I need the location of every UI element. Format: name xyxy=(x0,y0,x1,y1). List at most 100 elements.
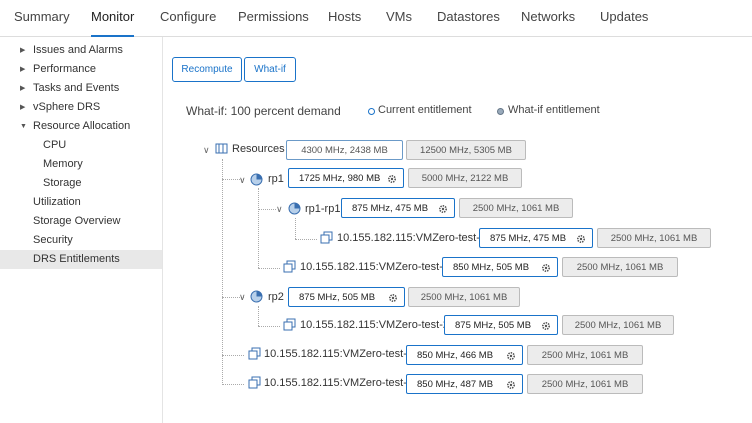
sidebar-item-drs-entitlements[interactable]: DRS Entitlements xyxy=(0,250,162,269)
entitlement-value: 850 MHz, 487 MB xyxy=(417,375,493,395)
gear-icon[interactable] xyxy=(541,321,551,331)
entitlement-value: 2500 MHz, 1061 MB xyxy=(611,233,698,244)
tree-connector xyxy=(258,268,280,269)
chevron-down-icon[interactable]: ∨ xyxy=(239,175,246,186)
current-entitlement-legend-icon xyxy=(368,108,375,115)
rp1-what-if-entitlement: 5000 MHz, 2122 MB xyxy=(408,168,522,188)
chevron-right-icon: ▶ xyxy=(20,98,25,117)
tree-connector xyxy=(295,218,296,239)
vm-test-3-label: 10.155.182.115:VMZero-test-3 xyxy=(337,232,486,244)
sidebar-item-security[interactable]: Security xyxy=(0,231,162,250)
gear-icon[interactable] xyxy=(541,263,551,273)
vm-test-1-current-entitlement[interactable]: 850 MHz, 505 MB xyxy=(442,257,558,277)
vm-test-1-label: 10.155.182.115:VMZero-test-1 xyxy=(300,261,449,273)
sidebar-item-performance[interactable]: ▶ Performance xyxy=(0,60,162,79)
tree-connector xyxy=(258,306,259,326)
gear-icon[interactable] xyxy=(388,293,398,303)
sidebar-item-label: Issues and Alarms xyxy=(33,41,123,60)
sidebar-item-memory[interactable]: Memory xyxy=(0,155,162,174)
gear-icon[interactable] xyxy=(438,204,448,214)
chevron-down-icon: ▼ xyxy=(20,117,27,136)
entitlement-value: 875 MHz, 505 MB xyxy=(455,316,531,336)
vm-icon xyxy=(283,260,296,273)
entitlement-value: 2500 MHz, 1061 MB xyxy=(421,292,508,303)
tab-vms[interactable]: VMs xyxy=(386,9,412,24)
what-if-title: What-if: 100 percent demand xyxy=(186,104,341,118)
entitlement-value: 875 MHz, 505 MB xyxy=(299,288,375,308)
rp2-what-if-entitlement: 2500 MHz, 1061 MB xyxy=(408,287,520,307)
chevron-down-icon[interactable]: ∨ xyxy=(276,204,283,215)
top-tab-bar: Summary Monitor Configure Permissions Ho… xyxy=(0,0,752,37)
rp1-current-entitlement[interactable]: 1725 MHz, 980 MB xyxy=(288,168,404,188)
rp1-rp1-what-if-entitlement: 2500 MHz, 1061 MB xyxy=(459,198,573,218)
resources-icon xyxy=(215,142,228,155)
tab-configure[interactable]: Configure xyxy=(160,9,216,24)
tab-datastores[interactable]: Datastores xyxy=(437,9,500,24)
sidebar-item-storage[interactable]: Storage xyxy=(0,174,162,193)
rp2-label: rp2 xyxy=(268,291,284,303)
vm-test-3-current-entitlement[interactable]: 875 MHz, 475 MB xyxy=(479,228,593,248)
resources-current-entitlement: 4300 MHz, 2438 MB xyxy=(286,140,403,160)
tab-permissions[interactable]: Permissions xyxy=(238,9,309,24)
sidebar-item-issues-and-alarms[interactable]: ▶ Issues and Alarms xyxy=(0,41,162,60)
rp1-rp1-label: rp1-rp1 xyxy=(305,203,340,215)
rp1-label: rp1 xyxy=(268,173,284,185)
entitlement-value: 875 MHz, 475 MB xyxy=(352,199,428,219)
entitlement-value: 2500 MHz, 1061 MB xyxy=(542,350,629,361)
gear-icon[interactable] xyxy=(387,174,397,184)
tab-networks[interactable]: Networks xyxy=(521,9,575,24)
chevron-down-icon[interactable]: ∨ xyxy=(239,292,246,303)
sidebar-item-resource-allocation[interactable]: ▼ Resource Allocation xyxy=(0,117,162,136)
sidebar: ▶ Issues and Alarms ▶ Performance ▶ Task… xyxy=(0,37,163,423)
sidebar-item-label: Memory xyxy=(43,155,83,174)
sidebar-item-label: Utilization xyxy=(33,193,81,212)
entitlement-value: 875 MHz, 475 MB xyxy=(490,229,566,249)
tree-connector xyxy=(222,159,223,385)
tree-connector xyxy=(295,239,317,240)
gear-icon[interactable] xyxy=(506,380,516,390)
sidebar-item-label: DRS Entitlements xyxy=(33,250,120,269)
vm-icon xyxy=(248,376,261,389)
resources-label: Resources xyxy=(232,143,285,155)
entitlement-value: 2500 MHz, 1061 MB xyxy=(577,262,664,273)
sidebar-item-cpu[interactable]: CPU xyxy=(0,136,162,155)
gear-icon[interactable] xyxy=(506,351,516,361)
sidebar-item-label: Security xyxy=(33,231,73,250)
current-entitlement-legend-label: Current entitlement xyxy=(378,104,472,116)
vm-test-4-what-if-entitlement: 2500 MHz, 1061 MB xyxy=(527,374,643,394)
vm-test-5-current-entitlement[interactable]: 850 MHz, 466 MB xyxy=(406,345,523,365)
entitlement-value: 12500 MHz, 5305 MB xyxy=(420,145,512,156)
tab-hosts[interactable]: Hosts xyxy=(328,9,361,24)
sidebar-item-label: vSphere DRS xyxy=(33,98,100,117)
tree-connector xyxy=(222,384,244,385)
vm-test-2-current-entitlement[interactable]: 875 MHz, 505 MB xyxy=(444,315,558,335)
rp2-current-entitlement[interactable]: 875 MHz, 505 MB xyxy=(288,287,405,307)
vm-test-5-label: 10.155.182.115:VMZero-test-5 xyxy=(264,348,413,360)
vm-test-2-label: 10.155.182.115:VMZero-test-2 xyxy=(300,319,449,331)
entitlement-value: 4300 MHz, 2438 MB xyxy=(301,145,388,156)
vm-test-3-what-if-entitlement: 2500 MHz, 1061 MB xyxy=(597,228,711,248)
resource-pool-icon xyxy=(250,173,263,186)
what-if-button[interactable]: What-if xyxy=(244,57,296,82)
sidebar-item-utilization[interactable]: Utilization xyxy=(0,193,162,212)
vm-test-4-current-entitlement[interactable]: 850 MHz, 487 MB xyxy=(406,374,523,394)
vm-test-5-what-if-entitlement: 2500 MHz, 1061 MB xyxy=(527,345,643,365)
tab-summary[interactable]: Summary xyxy=(14,9,70,24)
gear-icon[interactable] xyxy=(576,234,586,244)
sidebar-item-vsphere-drs[interactable]: ▶ vSphere DRS xyxy=(0,98,162,117)
vm-icon xyxy=(320,231,333,244)
tab-monitor[interactable]: Monitor xyxy=(91,9,134,24)
tab-updates[interactable]: Updates xyxy=(600,9,648,24)
recompute-button[interactable]: Recompute xyxy=(172,57,242,82)
chevron-right-icon: ▶ xyxy=(20,79,25,98)
vm-test-1-what-if-entitlement: 2500 MHz, 1061 MB xyxy=(562,257,678,277)
sidebar-item-storage-overview[interactable]: Storage Overview xyxy=(0,212,162,231)
what-if-entitlement-legend-icon xyxy=(497,108,504,115)
resource-pool-icon xyxy=(288,202,301,215)
rp1-rp1-current-entitlement[interactable]: 875 MHz, 475 MB xyxy=(341,198,455,218)
entitlement-value: 2500 MHz, 1061 MB xyxy=(473,203,560,214)
chevron-down-icon[interactable]: ∨ xyxy=(203,145,210,156)
sidebar-item-tasks-and-events[interactable]: ▶ Tasks and Events xyxy=(0,79,162,98)
tree-connector xyxy=(258,188,259,268)
entitlement-value: 850 MHz, 466 MB xyxy=(417,346,493,366)
